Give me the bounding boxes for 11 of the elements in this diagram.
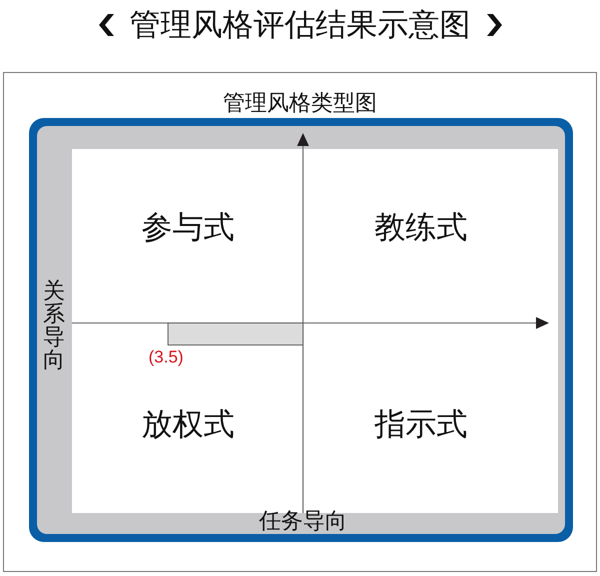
quadrant-label: 教练式 (374, 212, 468, 244)
chart-frame (3, 72, 597, 572)
chart-heading: 管理风格类型图 (223, 93, 377, 115)
quadrant-label: 放权式 (142, 410, 234, 440)
page-title: 管理风格评估结果示意图 (130, 8, 470, 42)
score-bar (168, 322, 304, 346)
score-value: (3.5) (148, 348, 184, 366)
quadrant-label: 指示式 (374, 410, 468, 440)
axis-title: 关系导向 (42, 280, 66, 372)
axis-title: 任务导向 (259, 511, 347, 533)
quadrant-label: 参与式 (142, 212, 234, 244)
